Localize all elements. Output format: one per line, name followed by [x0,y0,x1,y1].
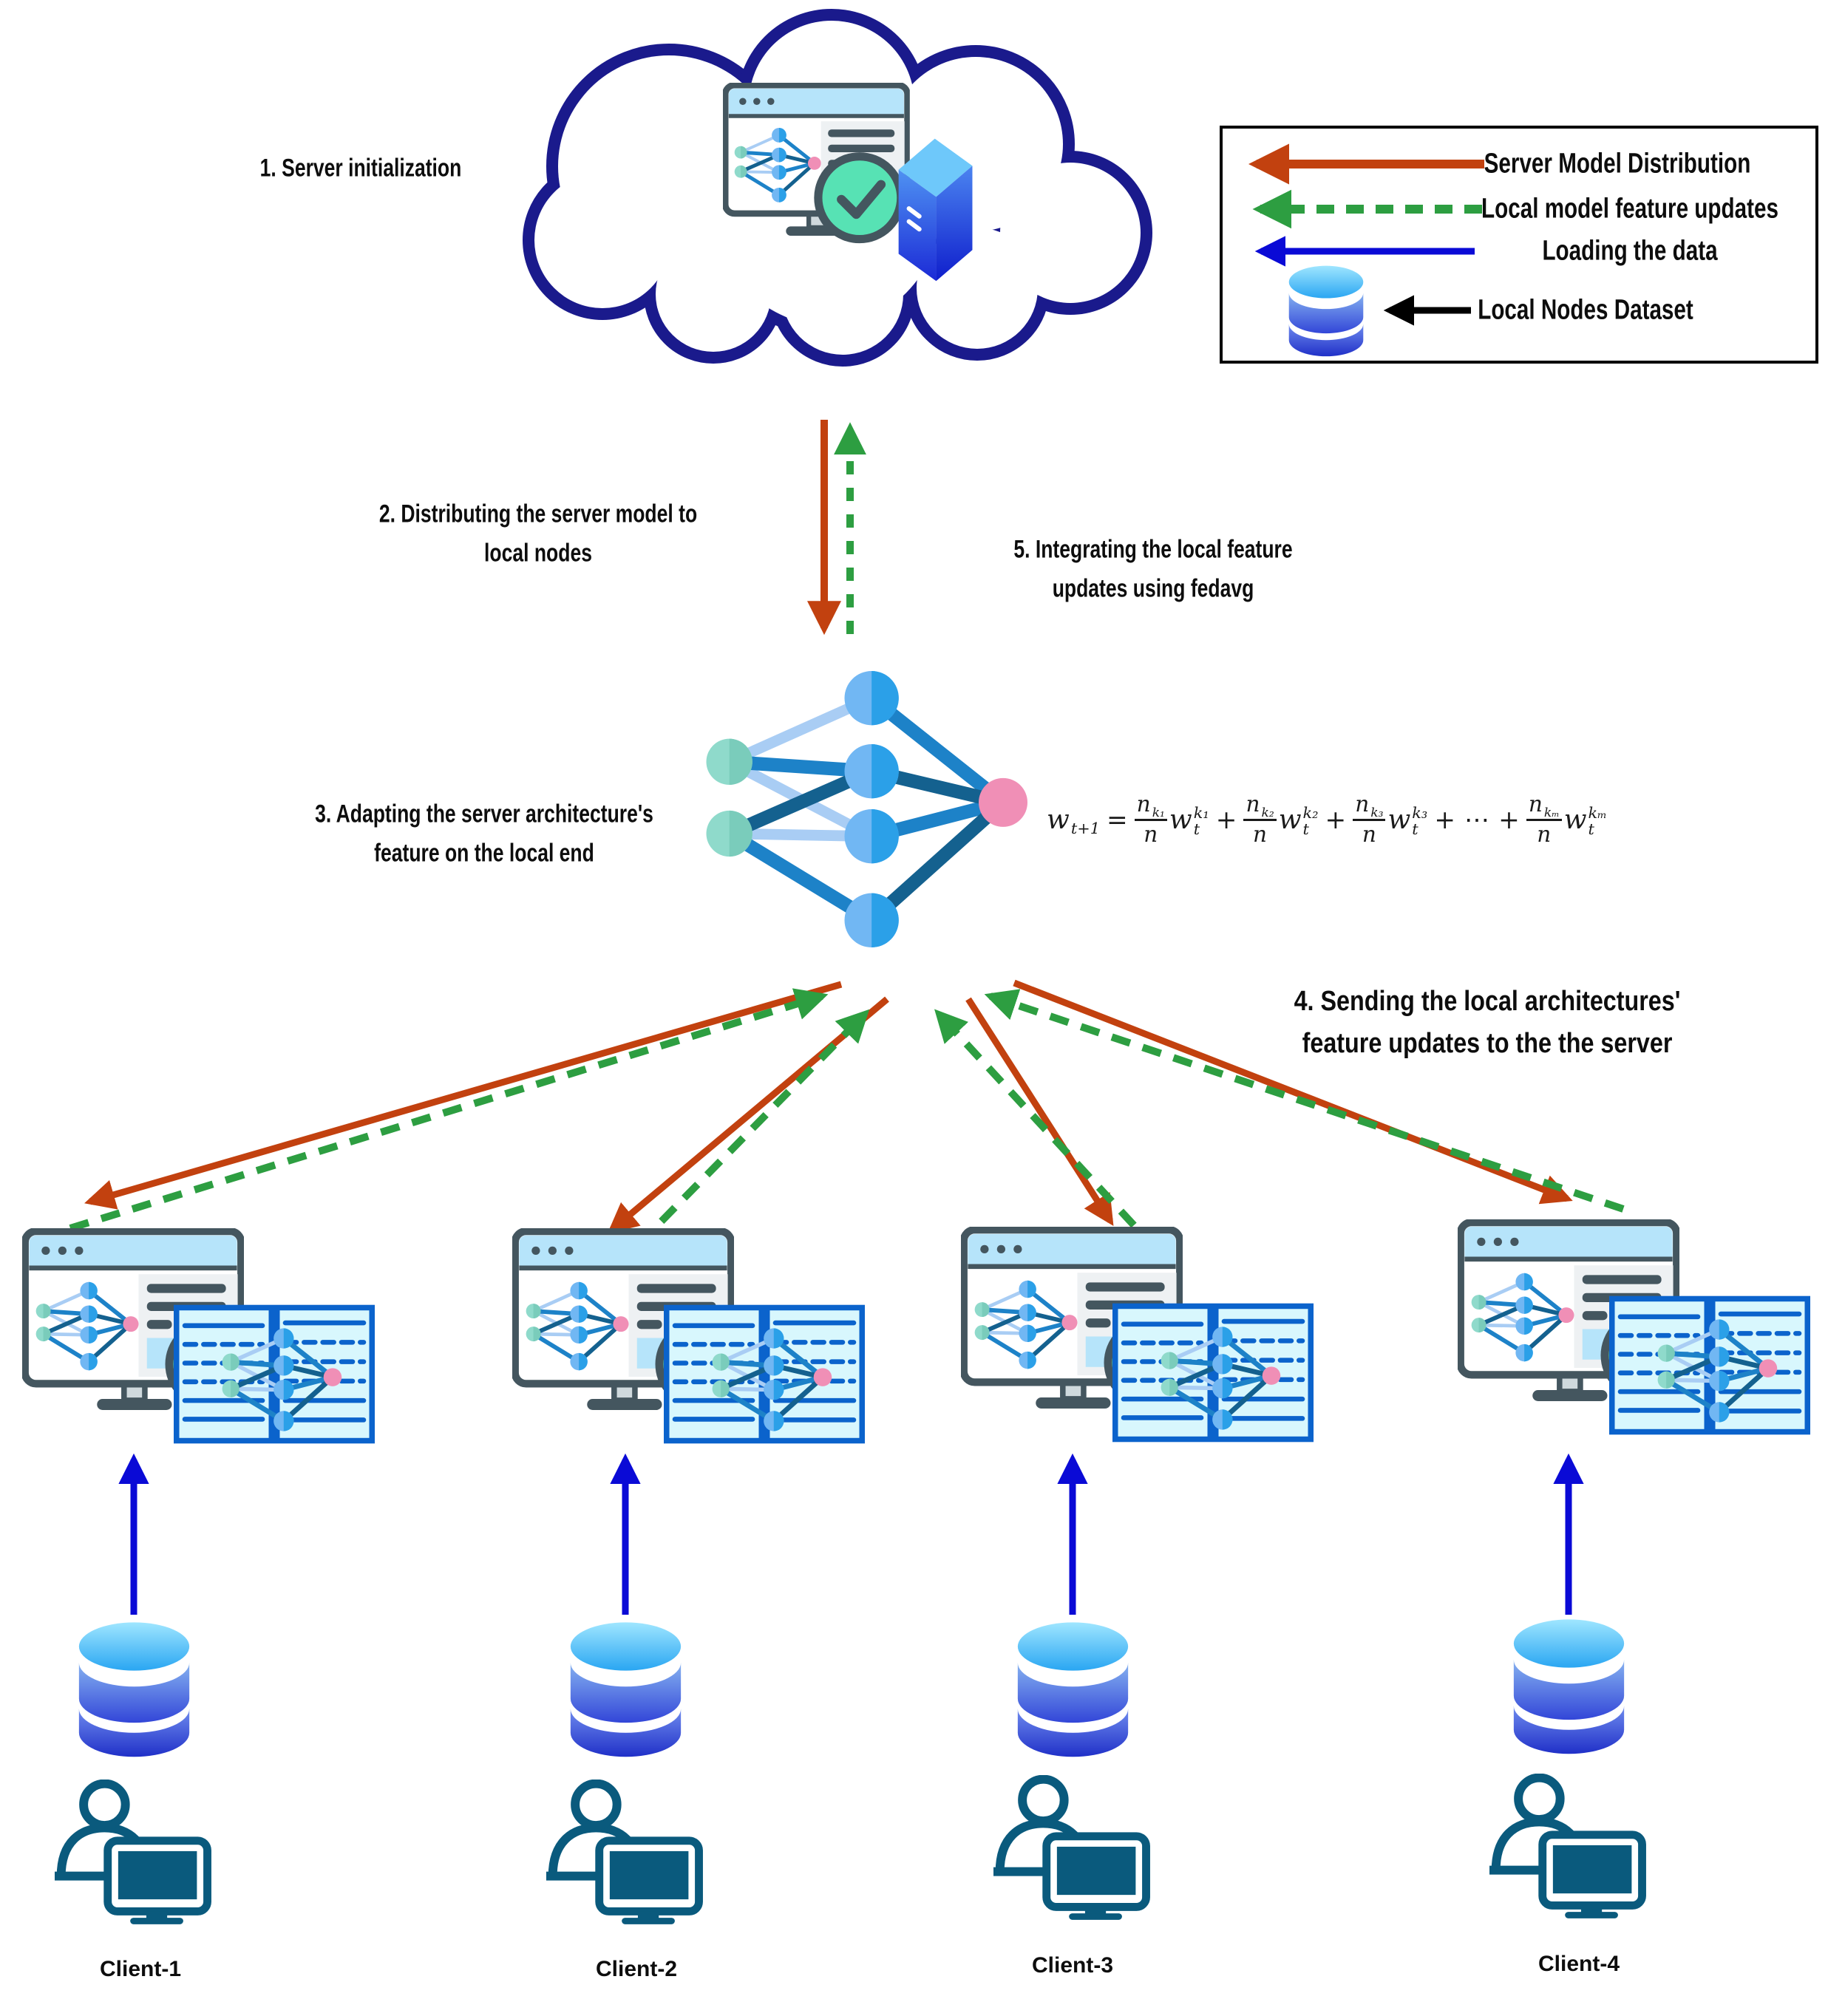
client-1-workstation-icon [25,1231,372,1440]
step2-label: 2. Distributing the server model to loca… [379,494,697,572]
client-4-workstation-icon [1461,1222,1807,1431]
legend-database-icon [1288,265,1364,357]
legend-box [1220,126,1818,364]
central-neural-network-icon [707,671,1028,947]
legend-label-local-model-feature-updates: Local model feature updates [1481,193,1778,225]
step3-label: 3. Adapting the server architecture's fe… [315,794,653,872]
client-2-user-icon [546,1784,699,1924]
step3-line2: feature on the local end [374,839,594,867]
step1-label: 1. Server initialization [260,149,462,188]
step5-line1: 5. Integrating the local feature [1013,535,1293,564]
client-4-user-icon [1489,1778,1642,1918]
legend-label-loading-the-data: Loading the data [1542,235,1718,267]
step2-line2: local nodes [484,539,592,567]
client-4-database-icon [1513,1619,1625,1754]
client-1-database-icon [78,1622,190,1757]
client-3-label: Client-3 [1031,1953,1114,1978]
step4-label: 4. Sending the local architectures' feat… [1294,981,1681,1065]
step2-line1: 2. Distributing the server model to [378,500,698,528]
client-3-workstation-icon [964,1230,1311,1439]
client-2-label: Client-2 [595,1957,678,1981]
client-4-label: Client-4 [1538,1952,1620,1976]
client-1-label: Client-1 [99,1957,182,1981]
legend-label-server-model-distribution: Server Model Distribution [1484,148,1751,180]
step4-line1: 4. Sending the local architectures' [1294,986,1681,1017]
client-2-workstation-icon [515,1231,862,1440]
client-1-user-icon [55,1784,208,1924]
client-2-database-icon [570,1622,682,1757]
client-3-user-icon [993,1780,1146,1920]
step1-text: 1. Server initialization [259,154,462,183]
loading-data-arrows [118,1453,1584,1615]
step4-line2: feature updates to the the server [1302,1028,1673,1059]
step3-line1: 3. Adapting the server architecture's [315,800,653,828]
client-3-database-icon [1017,1622,1129,1757]
step5-label: 5. Integrating the local feature updates… [1013,530,1292,607]
legend-label-local-nodes-dataset: Local Nodes Dataset [1478,294,1693,326]
update-arrows-to-server [69,988,1625,1247]
step5-line2: updates using fedavg [1052,574,1254,602]
